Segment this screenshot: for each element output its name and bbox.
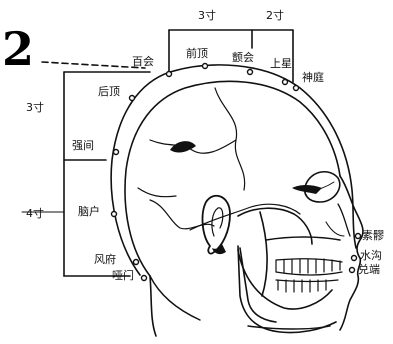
point-dot-shangxing xyxy=(283,80,288,85)
point-dot-fengfu xyxy=(134,260,139,265)
point-dot-baihui xyxy=(167,72,172,77)
label-yamen: 哑门 xyxy=(112,270,134,282)
label-shuigou: 水沟 xyxy=(360,250,382,262)
scalp-outline xyxy=(111,65,356,275)
point-dot-naohu xyxy=(112,212,117,217)
label-xinhui: 颤会 xyxy=(232,52,254,64)
label-baihui: 百会 xyxy=(132,56,154,68)
measure-top-left: 3寸 xyxy=(198,10,216,22)
point-dot-qianding xyxy=(203,64,208,69)
label-shenting: 神庭 xyxy=(302,72,324,84)
point-dot-yamen xyxy=(142,276,147,281)
point-dot-qiangjian xyxy=(114,150,119,155)
point-dot-shuigou xyxy=(352,256,357,261)
label-shangxing: 上星 xyxy=(270,58,292,70)
point-dot-duiduan xyxy=(350,268,355,273)
skull-outline xyxy=(125,81,340,276)
label-duiduan: 兑端 xyxy=(358,264,380,276)
figure-leader-line xyxy=(42,62,145,68)
label-houding: 后顶 xyxy=(98,86,120,98)
teeth xyxy=(276,259,342,292)
point-dot-xinhui xyxy=(248,70,253,75)
label-naohu: 脑户 xyxy=(78,206,100,218)
measure-top-right: 2寸 xyxy=(266,10,284,22)
figure-number: 2 xyxy=(2,26,34,72)
point-dot-suliao xyxy=(356,234,361,239)
measure-side-upper: 3寸 xyxy=(26,102,44,114)
measure-side-lower: 4寸 xyxy=(26,208,44,220)
label-fengfu: 风府 xyxy=(94,254,116,266)
orbit-shading xyxy=(292,185,322,194)
label-suliao: 素髎 xyxy=(362,230,384,242)
label-qianding: 前顶 xyxy=(186,48,208,60)
point-dot-shenting xyxy=(294,86,299,91)
label-qiangjian: 强间 xyxy=(72,140,94,152)
point-dot-houding xyxy=(130,96,135,101)
